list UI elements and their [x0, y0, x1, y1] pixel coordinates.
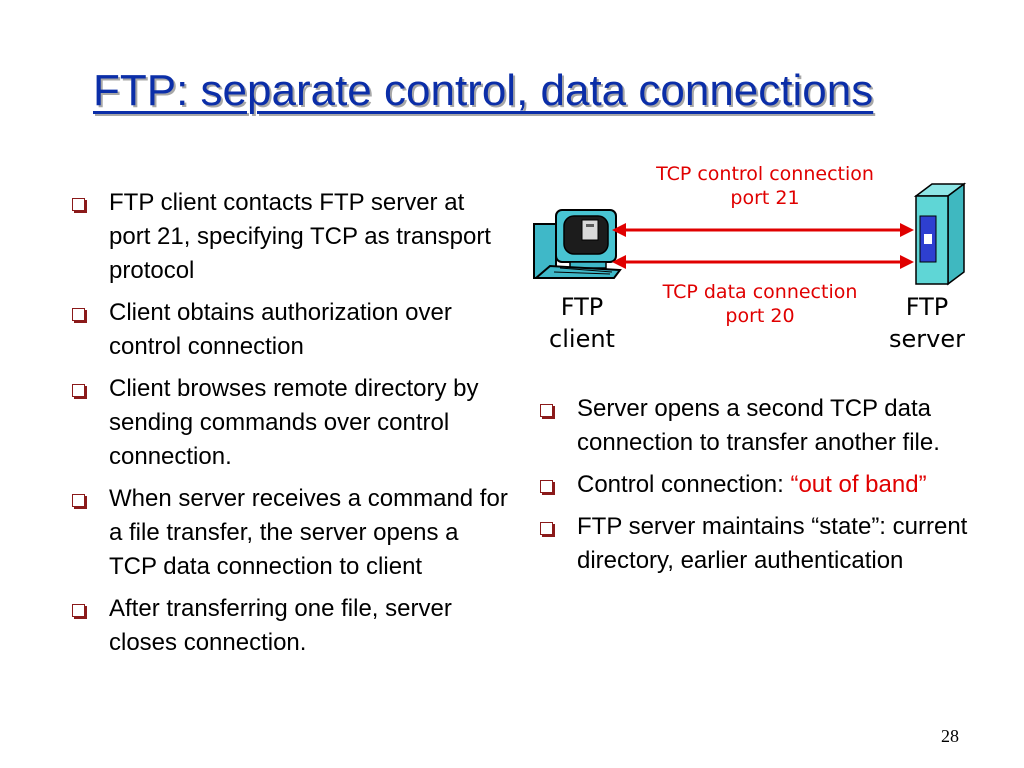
left-bullet-list: FTP client contacts FTP server at port 2… — [72, 186, 512, 668]
list-item: Server opens a second TCP data connectio… — [540, 392, 970, 460]
bullet-square-icon — [72, 308, 85, 321]
control-connection-label: TCP control connection port 21 — [656, 163, 874, 209]
bullet-square-icon — [72, 198, 85, 211]
list-item: After transferring one file, server clos… — [72, 592, 512, 660]
bullet-square-icon — [72, 494, 85, 507]
desktop-computer-icon — [533, 209, 622, 279]
bullet-square-icon — [72, 604, 85, 617]
list-item: Client browses remote directory by sendi… — [72, 372, 512, 474]
slide-title: FTP: separate control, data connections — [93, 66, 874, 115]
server-tower-icon — [913, 182, 967, 286]
page-number: 28 — [941, 726, 959, 746]
right-bullet-list: Server opens a second TCP data connectio… — [540, 392, 970, 586]
list-item: FTP server maintains “state”: current di… — [540, 510, 970, 578]
list-item: When server receives a command for a fil… — [72, 482, 512, 584]
bullet-square-icon — [540, 480, 553, 493]
list-item: FTP client contacts FTP server at port 2… — [72, 186, 512, 288]
bullet-square-icon — [540, 522, 553, 535]
list-item: Client obtains authorization over contro… — [72, 296, 512, 364]
bullet-square-icon — [72, 384, 85, 397]
data-connection-label: TCP data connection port 20 — [662, 281, 858, 327]
list-item: Control connection: “out of band” — [540, 468, 970, 502]
out-of-band-highlight: “out of band” — [790, 471, 927, 498]
data-connection-arrow — [612, 255, 914, 269]
bullet-square-icon — [540, 404, 553, 417]
control-connection-arrow — [612, 223, 914, 237]
client-label: FTP client — [549, 293, 615, 353]
server-label: FTP server — [889, 293, 965, 353]
